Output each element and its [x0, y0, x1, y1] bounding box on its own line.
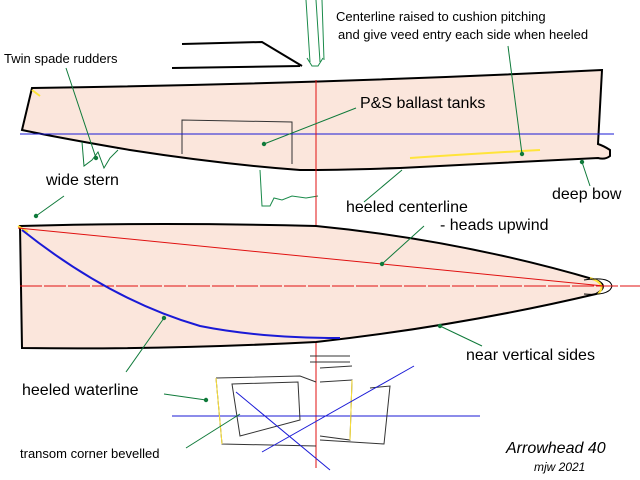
label-heeled-centerline-line1: heeled centerline: [346, 199, 468, 216]
leader-heeled-centerline: [363, 169, 403, 203]
label-twin-rudders: Twin spade rudders: [4, 51, 118, 66]
leaders: [35, 45, 591, 449]
mast-stub: [305, 0, 325, 63]
section-heeled: [319, 379, 391, 445]
section-heel-line-2: [235, 391, 331, 471]
profile-view: [20, 0, 614, 468]
label-ballast-tanks: P&S ballast tanks: [360, 95, 486, 112]
label-deep-bow: deep bow: [552, 186, 622, 203]
leader-near-vertical-sides: [439, 325, 483, 347]
keel-sketch: [259, 169, 319, 207]
label-design-name: Arrowhead 40: [506, 440, 606, 457]
label-heeled-centerline-line2: - heads upwind: [440, 217, 549, 234]
mast-base: [306, 57, 324, 67]
label-author: mjw 2021: [534, 460, 586, 474]
leader-dots: [33, 141, 585, 403]
profile-yellow-edge: [31, 89, 541, 159]
leader-ballast-tanks: [263, 107, 357, 145]
leader-deep-bow: [581, 161, 591, 187]
heeled-waterline-curve: [21, 229, 341, 339]
leader-transom-corner: [185, 413, 241, 449]
leader-heeled-waterline: [125, 317, 165, 373]
label-centerline-raised-line2: and give veed entry each side when heele…: [338, 27, 589, 42]
section-yellow: [215, 377, 353, 445]
label-heeled-waterline: heeled waterline: [22, 382, 139, 399]
leader-wide-stern: [35, 195, 65, 217]
plan-view: [17, 223, 640, 350]
twin-rudders: [81, 141, 119, 170]
cabin-top: [171, 40, 303, 69]
label-centerline-raised-line1: Centerline raised to cushion pitching: [336, 9, 546, 24]
label-wide-stern: wide stern: [46, 172, 119, 189]
label-transom-corner: transom corner bevelled: [20, 446, 160, 461]
ballast-tank-outline: [181, 119, 293, 164]
section-heel-line-1: [261, 365, 415, 453]
section-view: [172, 355, 480, 471]
section-top-marks: [310, 355, 353, 369]
section-outer: [215, 375, 317, 447]
label-near-vertical-sides: near vertical sides: [466, 347, 595, 364]
leader-twin-rudders: [65, 67, 97, 159]
section-inner: [231, 381, 301, 437]
leader-section: [163, 393, 207, 401]
leader-heeled-centerline-plan: [381, 225, 425, 265]
heeled-centerline: [17, 227, 605, 287]
leader-centerline-raised: [507, 45, 523, 155]
